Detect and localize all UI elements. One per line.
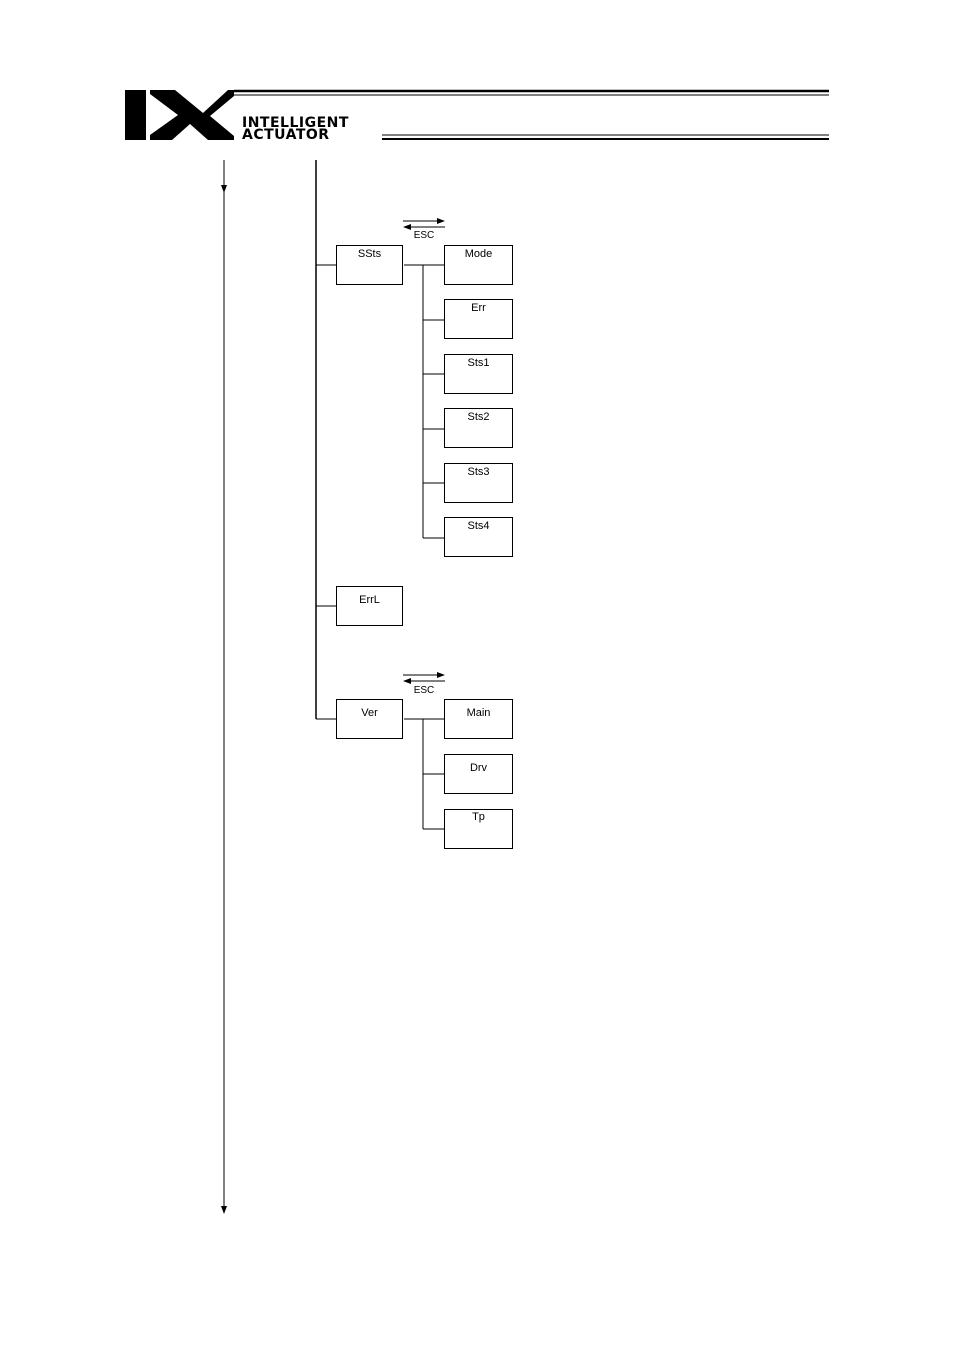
drv-node: Drv xyxy=(444,754,513,794)
ssts-node: SSts xyxy=(336,245,403,285)
tp-node-label: Tp xyxy=(472,811,485,823)
ssts-node-label: SSts xyxy=(357,248,382,260)
ssts-back-arrow-head xyxy=(403,224,411,230)
tp-node: Tp xyxy=(444,809,513,849)
drv-node-label: Drv xyxy=(469,762,488,774)
mode-node-label: Mode xyxy=(464,248,493,260)
sts3-node: Sts3 xyxy=(444,463,513,503)
ver-node-label: Ver xyxy=(361,707,378,719)
sts4-node: Sts4 xyxy=(444,517,513,557)
flow-arrow-top-head xyxy=(221,185,227,193)
ver-esc-label: ESC xyxy=(413,685,435,696)
ssts-esc-label: ESC xyxy=(413,230,435,241)
ssts-forward-arrow-head xyxy=(437,218,445,224)
flow-arrow-bottom-head xyxy=(221,1206,227,1214)
sts1-node-label: Sts1 xyxy=(467,357,490,369)
errl-node: ErrL xyxy=(336,586,403,626)
sts2-node-label: Sts2 xyxy=(467,411,490,423)
main-node: Main xyxy=(444,699,513,739)
sts1-node: Sts1 xyxy=(444,354,513,394)
logo-i-shape xyxy=(125,90,146,140)
sts2-node: Sts2 xyxy=(444,408,513,448)
main-node-label: Main xyxy=(466,707,491,719)
logo-x-shape xyxy=(150,90,234,140)
ver-node: Ver xyxy=(336,699,403,739)
sts4-node-label: Sts4 xyxy=(467,520,490,532)
err-node-label: Err xyxy=(471,302,486,314)
brand-line1: INTELLIGENT xyxy=(242,115,349,131)
mode-node: Mode xyxy=(444,245,513,285)
errl-node-label: ErrL xyxy=(359,594,380,606)
ver-forward-arrow-head xyxy=(437,672,445,678)
ver-back-arrow-head xyxy=(403,678,411,684)
err-node: Err xyxy=(444,299,513,339)
brand-line2: ACTUATOR xyxy=(242,127,330,143)
logo-graphic xyxy=(125,89,829,140)
sts3-node-label: Sts3 xyxy=(467,466,490,478)
